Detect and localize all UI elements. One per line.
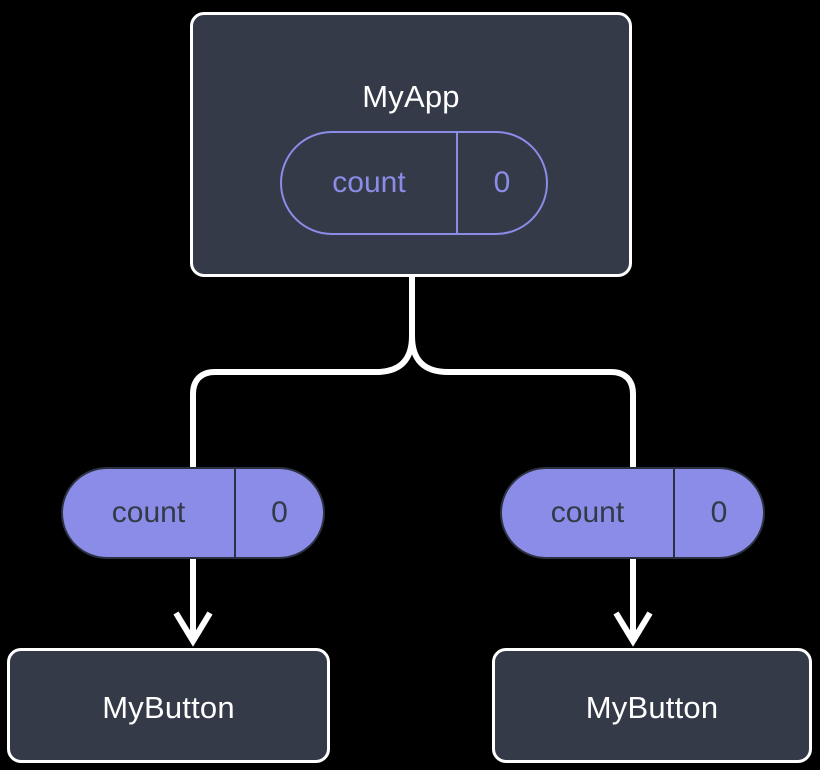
state-pill-value: 0	[493, 166, 511, 199]
component-title: MyButton	[585, 690, 719, 725]
component-title: MyButton	[102, 690, 235, 725]
prop-pill-divider	[673, 469, 675, 557]
prop-pill-value: 0	[271, 496, 288, 529]
prop-pill-key: count	[111, 496, 186, 529]
edge-right-pill-to-mybutton	[613, 559, 653, 647]
prop-pill-divider	[234, 469, 236, 557]
state-pill-key: count	[332, 166, 406, 199]
prop-pill-value: 0	[710, 496, 728, 529]
state-pill-divider	[456, 133, 458, 233]
component-title: MyApp	[362, 79, 460, 114]
state-pill-root[interactable]: count 0	[280, 131, 548, 235]
component-node-mybutton-right[interactable]: MyButton	[492, 648, 812, 763]
component-node-mybutton-left[interactable]: MyButton	[7, 648, 330, 763]
prop-pill-key: count	[550, 496, 625, 529]
edge-left-pill-to-mybutton	[173, 559, 213, 647]
prop-pill-right[interactable]: count 0	[500, 467, 765, 559]
component-node-myapp[interactable]: MyApp count 0	[190, 12, 632, 277]
prop-pill-left[interactable]: count 0	[61, 467, 325, 559]
edge-myapp-to-right-pill	[409, 277, 636, 467]
edge-myapp-to-left-pill	[190, 277, 415, 467]
